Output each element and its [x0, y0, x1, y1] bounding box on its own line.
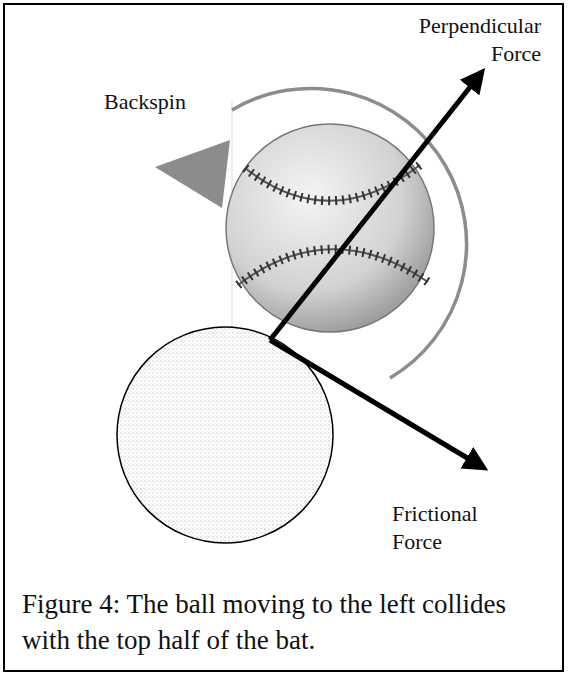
baseball — [226, 124, 434, 332]
backspin-arrowhead — [155, 140, 230, 208]
figure-frame — [3, 3, 564, 672]
spin-label: Backspin — [104, 88, 224, 116]
figure-caption: Figure 4: The ball moving to the left co… — [22, 586, 547, 658]
perpendicular-force-arrow — [270, 72, 482, 340]
force-label: Frictional Force — [392, 500, 502, 556]
backspin-arc — [232, 88, 467, 378]
frictional-force-arrow — [270, 340, 484, 468]
force-label: Perpendicular Force — [381, 12, 541, 68]
